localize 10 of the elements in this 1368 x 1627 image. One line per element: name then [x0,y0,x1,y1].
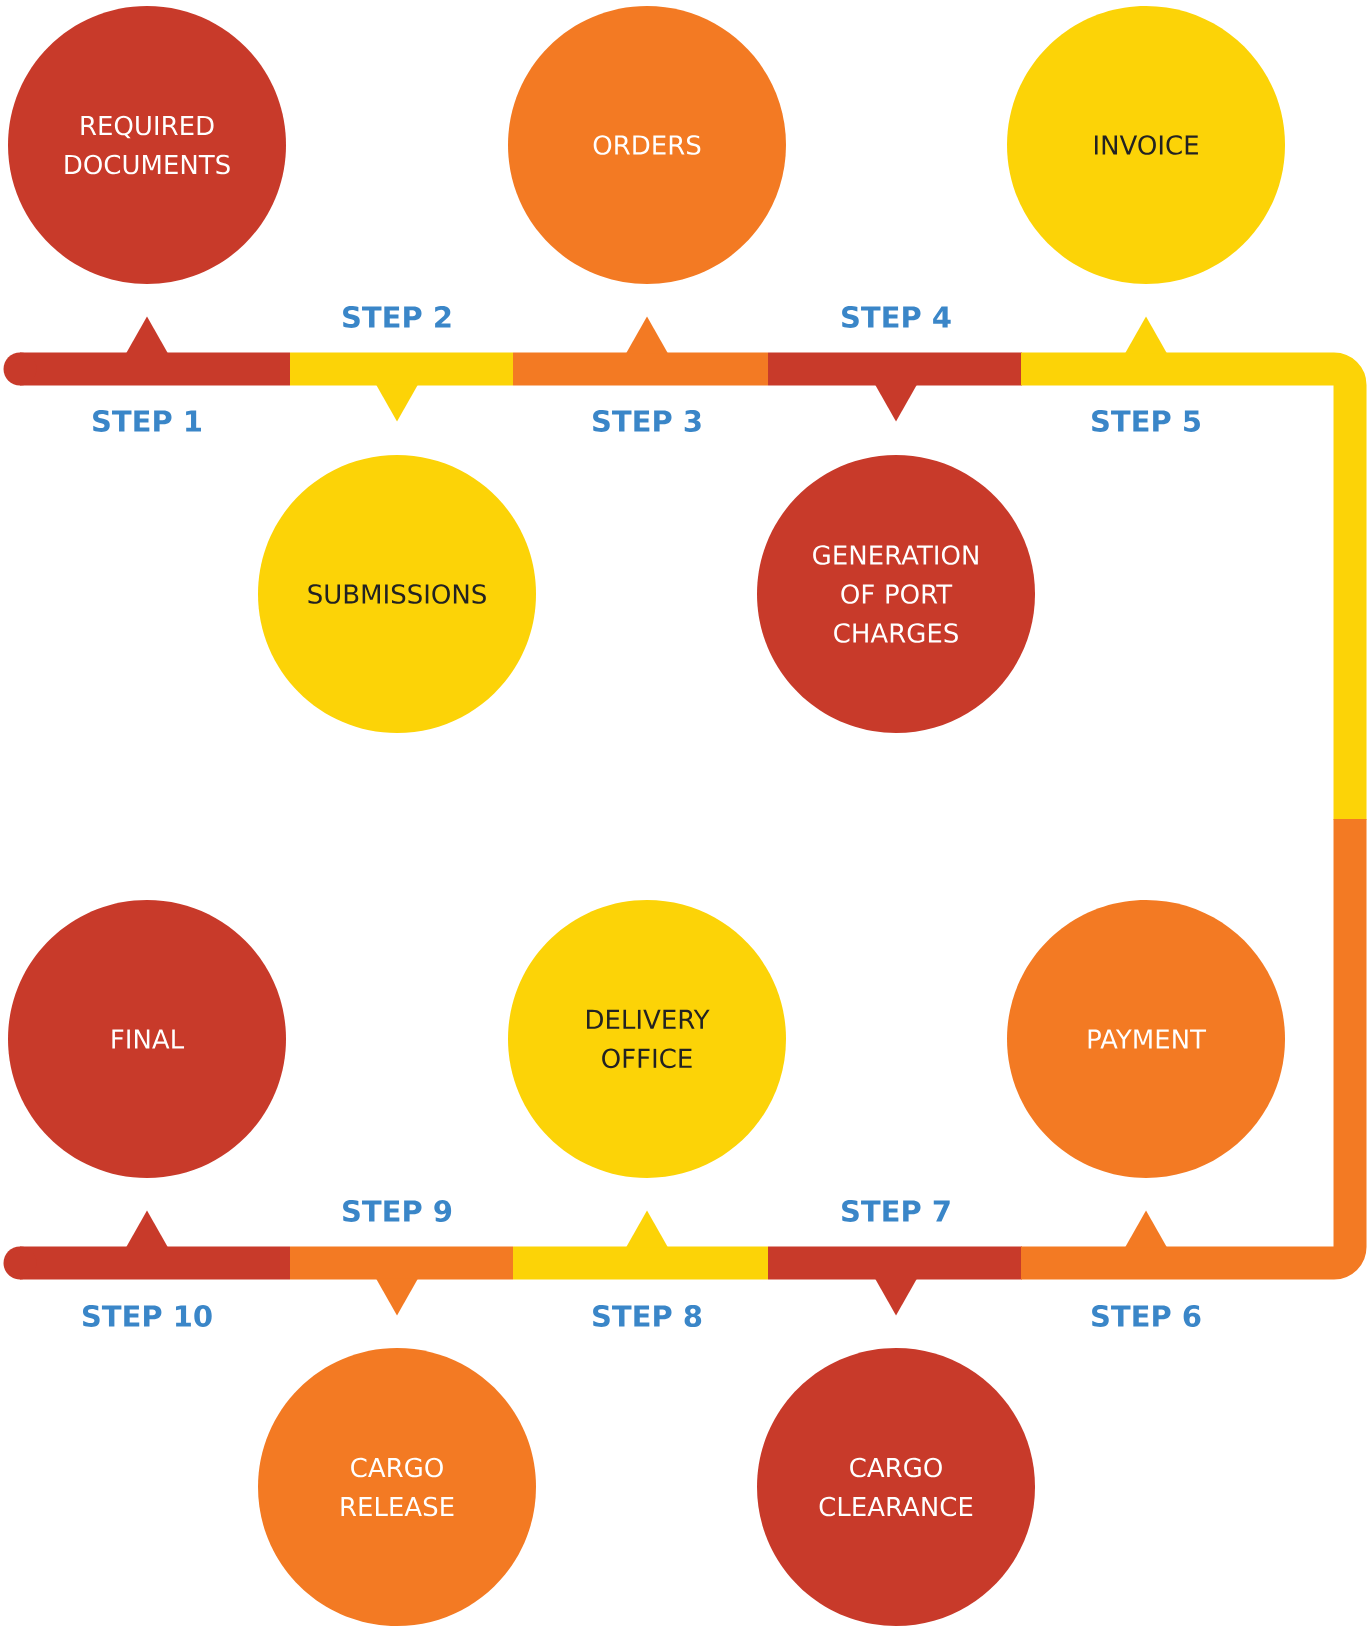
step-label: STEP 7 [842,1200,950,1222]
step-label: STEP 2 [343,306,451,328]
step-label: STEP 3 [593,410,701,432]
step-label: STEP 10 [83,1305,212,1327]
step-label: STEP 8 [593,1305,702,1327]
step-label: STEP 9 [343,1200,452,1222]
step-label: STEP 5 [1092,410,1200,432]
step-label: STEP 6 [1092,1305,1201,1327]
step-label: STEP 1 [93,410,201,432]
step-label: STEP 4 [842,306,951,328]
